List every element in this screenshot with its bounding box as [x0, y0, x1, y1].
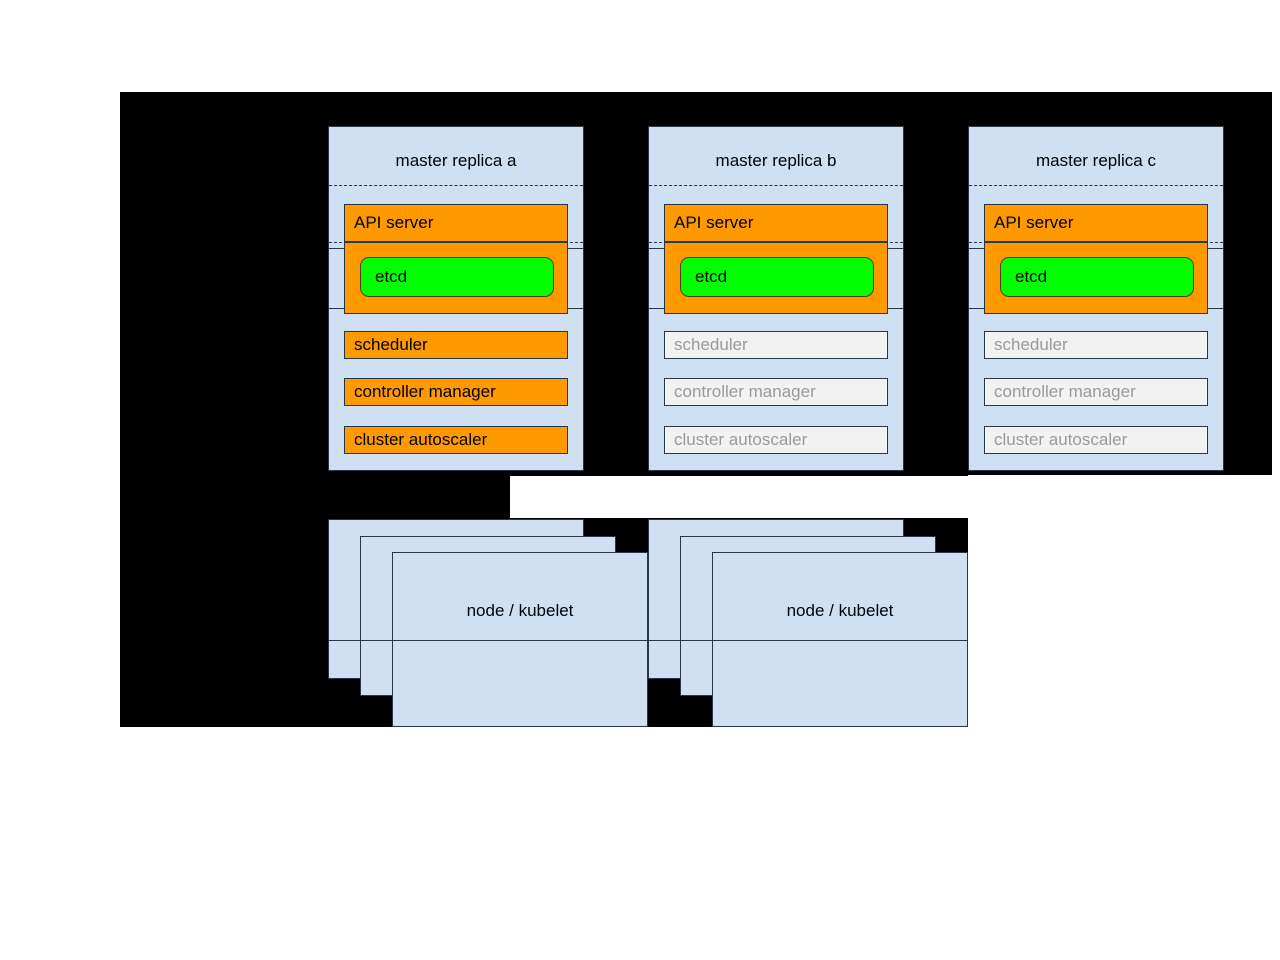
replica-b-controller-manager-label: controller manager — [674, 382, 816, 401]
node-group-1-label: node / kubelet — [466, 601, 574, 620]
backdrop-knockout-gap — [510, 476, 1280, 518]
replica-a-api-server[interactable]: API server — [344, 204, 568, 242]
replica-a-etcd[interactable]: etcd — [360, 257, 554, 297]
node-group-2-divider — [648, 640, 968, 641]
replica-b-divider-top — [649, 185, 903, 186]
replica-c-api-server-label: API server — [994, 213, 1074, 232]
replica-a-cluster-autoscaler-label: cluster autoscaler — [354, 430, 488, 449]
replica-a-divider-top — [329, 185, 583, 186]
replica-b-scheduler[interactable]: scheduler — [664, 331, 888, 359]
replica-b-api-server[interactable]: API server — [664, 204, 888, 242]
replica-b-etcd-label: etcd — [695, 267, 728, 286]
node-group-1-divider — [328, 640, 648, 641]
replica-c-scheduler-label: scheduler — [994, 335, 1068, 354]
replica-c-cluster-autoscaler-label: cluster autoscaler — [994, 430, 1128, 449]
replica-c-etcd[interactable]: etcd — [1000, 257, 1194, 297]
node-group-2-card-front[interactable]: node / kubelet — [712, 552, 968, 727]
master-replica-b-title: master replica b — [715, 151, 837, 170]
replica-b-scheduler-label: scheduler — [674, 335, 748, 354]
replica-c-etcd-label: etcd — [1015, 267, 1048, 286]
replica-b-controller-manager[interactable]: controller manager — [664, 378, 888, 406]
replica-c-controller-manager[interactable]: controller manager — [984, 378, 1208, 406]
replica-a-api-server-label: API server — [354, 213, 434, 232]
replica-a-controller-manager-label: controller manager — [354, 382, 496, 401]
replica-b-cluster-autoscaler-label: cluster autoscaler — [674, 430, 808, 449]
replica-b-etcd[interactable]: etcd — [680, 257, 874, 297]
replica-a-controller-manager[interactable]: controller manager — [344, 378, 568, 406]
node-group-1-card-front[interactable]: node / kubelet — [392, 552, 648, 727]
replica-c-scheduler[interactable]: scheduler — [984, 331, 1208, 359]
replica-c-controller-manager-label: controller manager — [994, 382, 1136, 401]
master-replica-c-title: master replica c — [1036, 151, 1156, 170]
replica-a-cluster-autoscaler[interactable]: cluster autoscaler — [344, 426, 568, 454]
master-replica-a-title: master replica a — [395, 151, 517, 170]
replica-c-api-server[interactable]: API server — [984, 204, 1208, 242]
replica-c-cluster-autoscaler[interactable]: cluster autoscaler — [984, 426, 1208, 454]
replica-c-divider-top — [969, 185, 1223, 186]
replica-a-scheduler-label: scheduler — [354, 335, 428, 354]
node-group-2-label: node / kubelet — [786, 601, 894, 620]
replica-a-scheduler[interactable]: scheduler — [344, 331, 568, 359]
replica-b-api-server-label: API server — [674, 213, 754, 232]
replica-b-cluster-autoscaler[interactable]: cluster autoscaler — [664, 426, 888, 454]
replica-a-etcd-label: etcd — [375, 267, 408, 286]
